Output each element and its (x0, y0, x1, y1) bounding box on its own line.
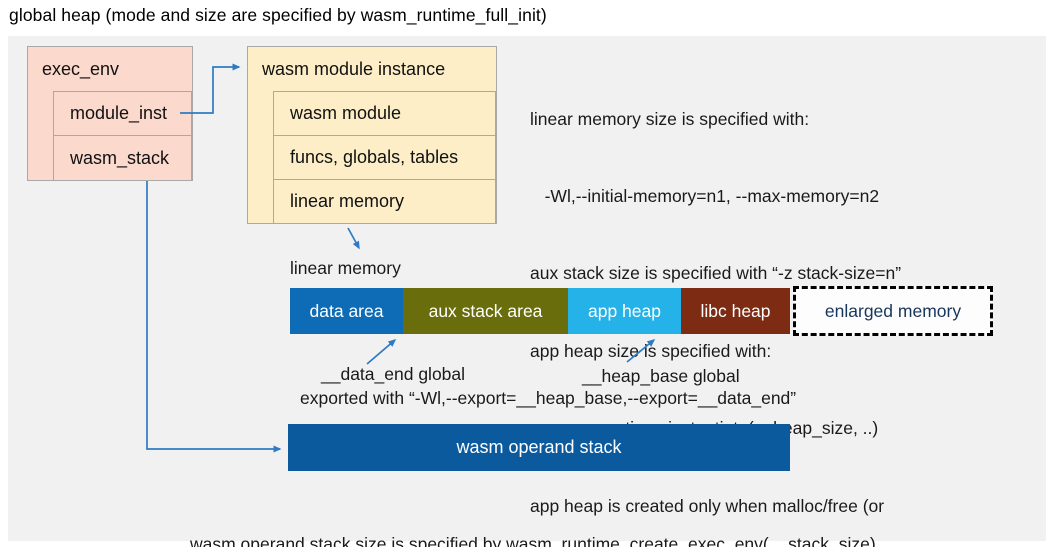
note-line: -Wl,--initial-memory=n1, --max-memory=n2 (530, 185, 880, 206)
exec-env-row-wasm-stack: wasm_stack (53, 135, 192, 181)
note-line: linear memory size is specified with: (530, 108, 810, 129)
diagram-title: global heap (mode and size are specified… (9, 5, 547, 25)
module-instance-row-wasm-module: wasm module (273, 91, 496, 136)
heap-base-label: __heap_base global (582, 366, 740, 386)
operand-stack-box: wasm operand stack (288, 424, 790, 471)
note-line: app heap is created only when malloc/fre… (530, 495, 885, 516)
note-line: aux stack size is specified with “-z sta… (530, 263, 902, 284)
exec-env-header: exec_env (42, 58, 120, 79)
module-instance-row-linear-memory: linear memory (273, 179, 496, 224)
module-instance-header: wasm module instance (262, 58, 446, 79)
linear-memory-label: linear memory (290, 258, 401, 278)
segment-app-heap: app heap (568, 288, 681, 334)
segment-libc-heap: libc heap (681, 288, 790, 334)
exec-env-box: exec_env module_inst wasm_stack (27, 46, 193, 181)
module-instance-box: wasm module instance wasm module funcs, … (247, 46, 497, 224)
exec-env-row-module-inst: module_inst (53, 91, 192, 136)
footer-text: wasm operand stack size is specified by … (190, 479, 876, 547)
exported-label: exported with “-Wl,--export=__heap_base,… (300, 388, 797, 408)
footer-line: wasm operand stack size is specified by … (190, 534, 876, 547)
data-end-label: __data_end global (321, 364, 466, 384)
segment-data-area: data area (290, 288, 403, 334)
module-instance-row-funcs-globals-tables: funcs, globals, tables (273, 135, 496, 180)
enlarged-memory-box: enlarged memory (793, 286, 993, 336)
note-line: app heap size is specified with: (530, 340, 772, 361)
segment-aux-stack-area: aux stack area (403, 288, 568, 334)
